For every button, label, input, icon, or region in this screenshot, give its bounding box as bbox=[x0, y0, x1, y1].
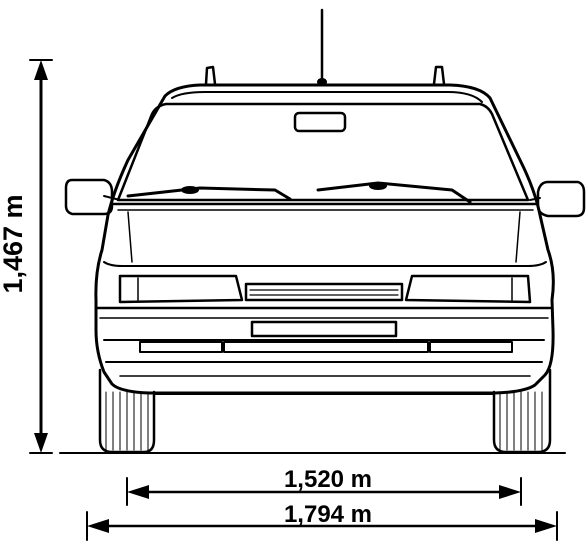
height-label: 1,467 m bbox=[0, 194, 28, 293]
width-arrow-left bbox=[87, 519, 109, 533]
tyre-left bbox=[98, 368, 156, 454]
tyre-right bbox=[492, 368, 552, 454]
rearview-mirror bbox=[293, 111, 347, 133]
windscreen bbox=[116, 102, 530, 202]
headlamp-right bbox=[404, 274, 532, 304]
roof-rails bbox=[204, 65, 446, 86]
fascia-top-line bbox=[103, 261, 547, 267]
width-label: 1,794 m bbox=[284, 501, 372, 528]
height-arrow-bottom bbox=[34, 433, 48, 453]
fog-lamp-right bbox=[429, 341, 513, 353]
side-mirror-right bbox=[529, 180, 586, 218]
width-arrow-right bbox=[535, 519, 557, 533]
track-arrow-right bbox=[499, 485, 521, 499]
air-intake bbox=[223, 341, 429, 353]
grille bbox=[244, 282, 404, 302]
car-front-view bbox=[64, 8, 586, 454]
wipers bbox=[126, 181, 472, 204]
track-arrow-left bbox=[127, 485, 149, 499]
number-plate bbox=[250, 320, 398, 338]
headlamp-left bbox=[118, 274, 244, 304]
body-outline bbox=[94, 83, 555, 395]
bonnet-crease-right bbox=[515, 211, 521, 263]
fog-lamp-left bbox=[139, 341, 223, 353]
track-dimension: 1,520 m bbox=[126, 466, 522, 506]
antenna bbox=[317, 8, 327, 86]
height-dimension: 1,467 m bbox=[0, 59, 53, 454]
track-label: 1,520 m bbox=[284, 466, 372, 493]
width-dimension: 1,794 m bbox=[86, 501, 558, 541]
height-arrow-top bbox=[34, 60, 48, 80]
bonnet-crease-left bbox=[127, 211, 133, 263]
roof-inner-line bbox=[171, 91, 483, 103]
side-mirror-left bbox=[64, 178, 121, 216]
